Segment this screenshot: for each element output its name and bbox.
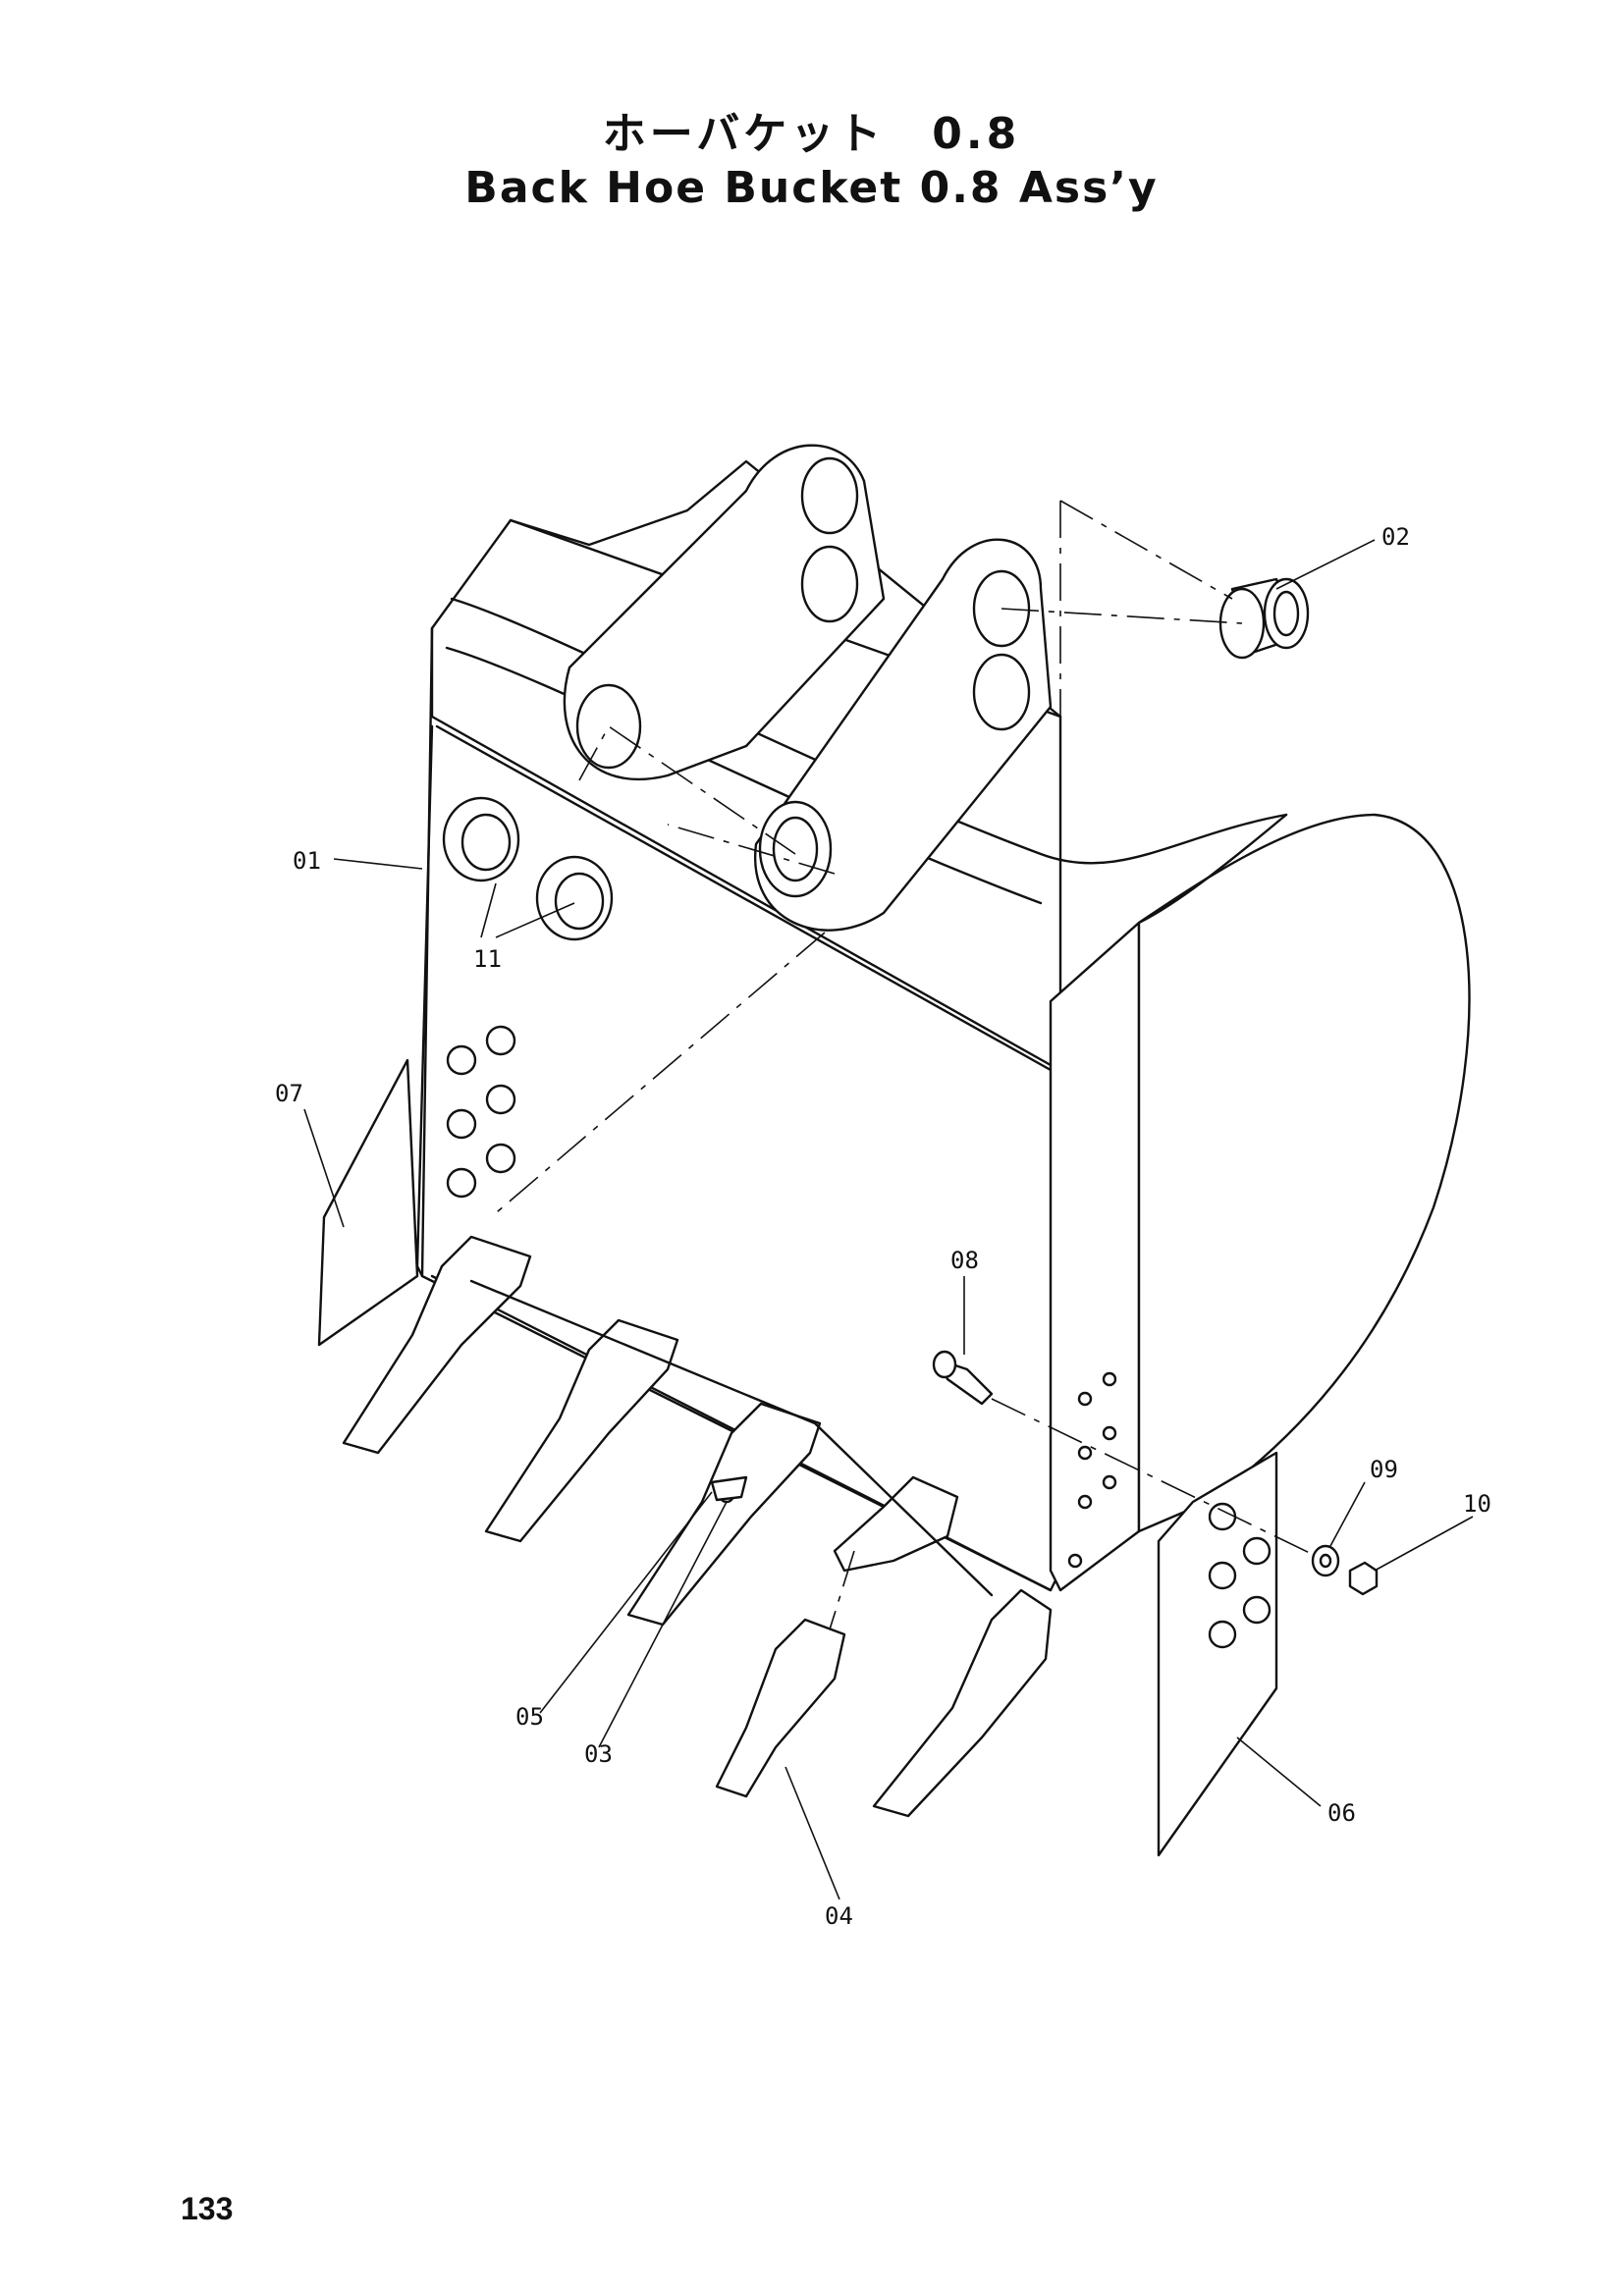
callout-05: 05 [515, 1703, 544, 1731]
leader-lines [303, 539, 1474, 1900]
part-02-bushing [1218, 577, 1310, 660]
part-11-bushings [442, 796, 614, 941]
part-07-side-cutter [317, 1058, 419, 1347]
callout-07: 07 [275, 1080, 303, 1107]
side-bolt-pattern [446, 1025, 516, 1199]
page-number: 133 [181, 2191, 234, 2226]
callout-09: 09 [1370, 1456, 1398, 1483]
part-08-bolt [932, 1350, 994, 1406]
callout-01: 01 [293, 847, 321, 875]
part-04-tooth-point [715, 1618, 846, 1798]
part-09-washer [1311, 1544, 1340, 1577]
callout-03: 03 [584, 1740, 613, 1768]
callout-labels: 01 02 03 04 05 06 07 08 09 10 11 [275, 523, 1491, 1930]
callout-10: 10 [1463, 1490, 1491, 1518]
callout-11: 11 [473, 945, 502, 973]
part-06-side-cutter [1157, 1451, 1278, 1857]
part-10-nut [1348, 1561, 1379, 1596]
title-japanese: ホーバケット 0.8 [602, 109, 1021, 159]
side-bolt-holes [1067, 1371, 1117, 1569]
assembly-lines [490, 500, 1317, 1630]
bucket-teeth [342, 1235, 1053, 1818]
callout-08: 08 [950, 1247, 979, 1274]
callout-04: 04 [825, 1902, 853, 1930]
part-05-lock [710, 1475, 748, 1502]
title-english: Back Hoe Bucket 0.8 Ass’y [464, 163, 1159, 213]
callout-06: 06 [1327, 1799, 1356, 1827]
callout-02: 02 [1381, 523, 1410, 551]
mounting-brackets [563, 444, 1053, 932]
